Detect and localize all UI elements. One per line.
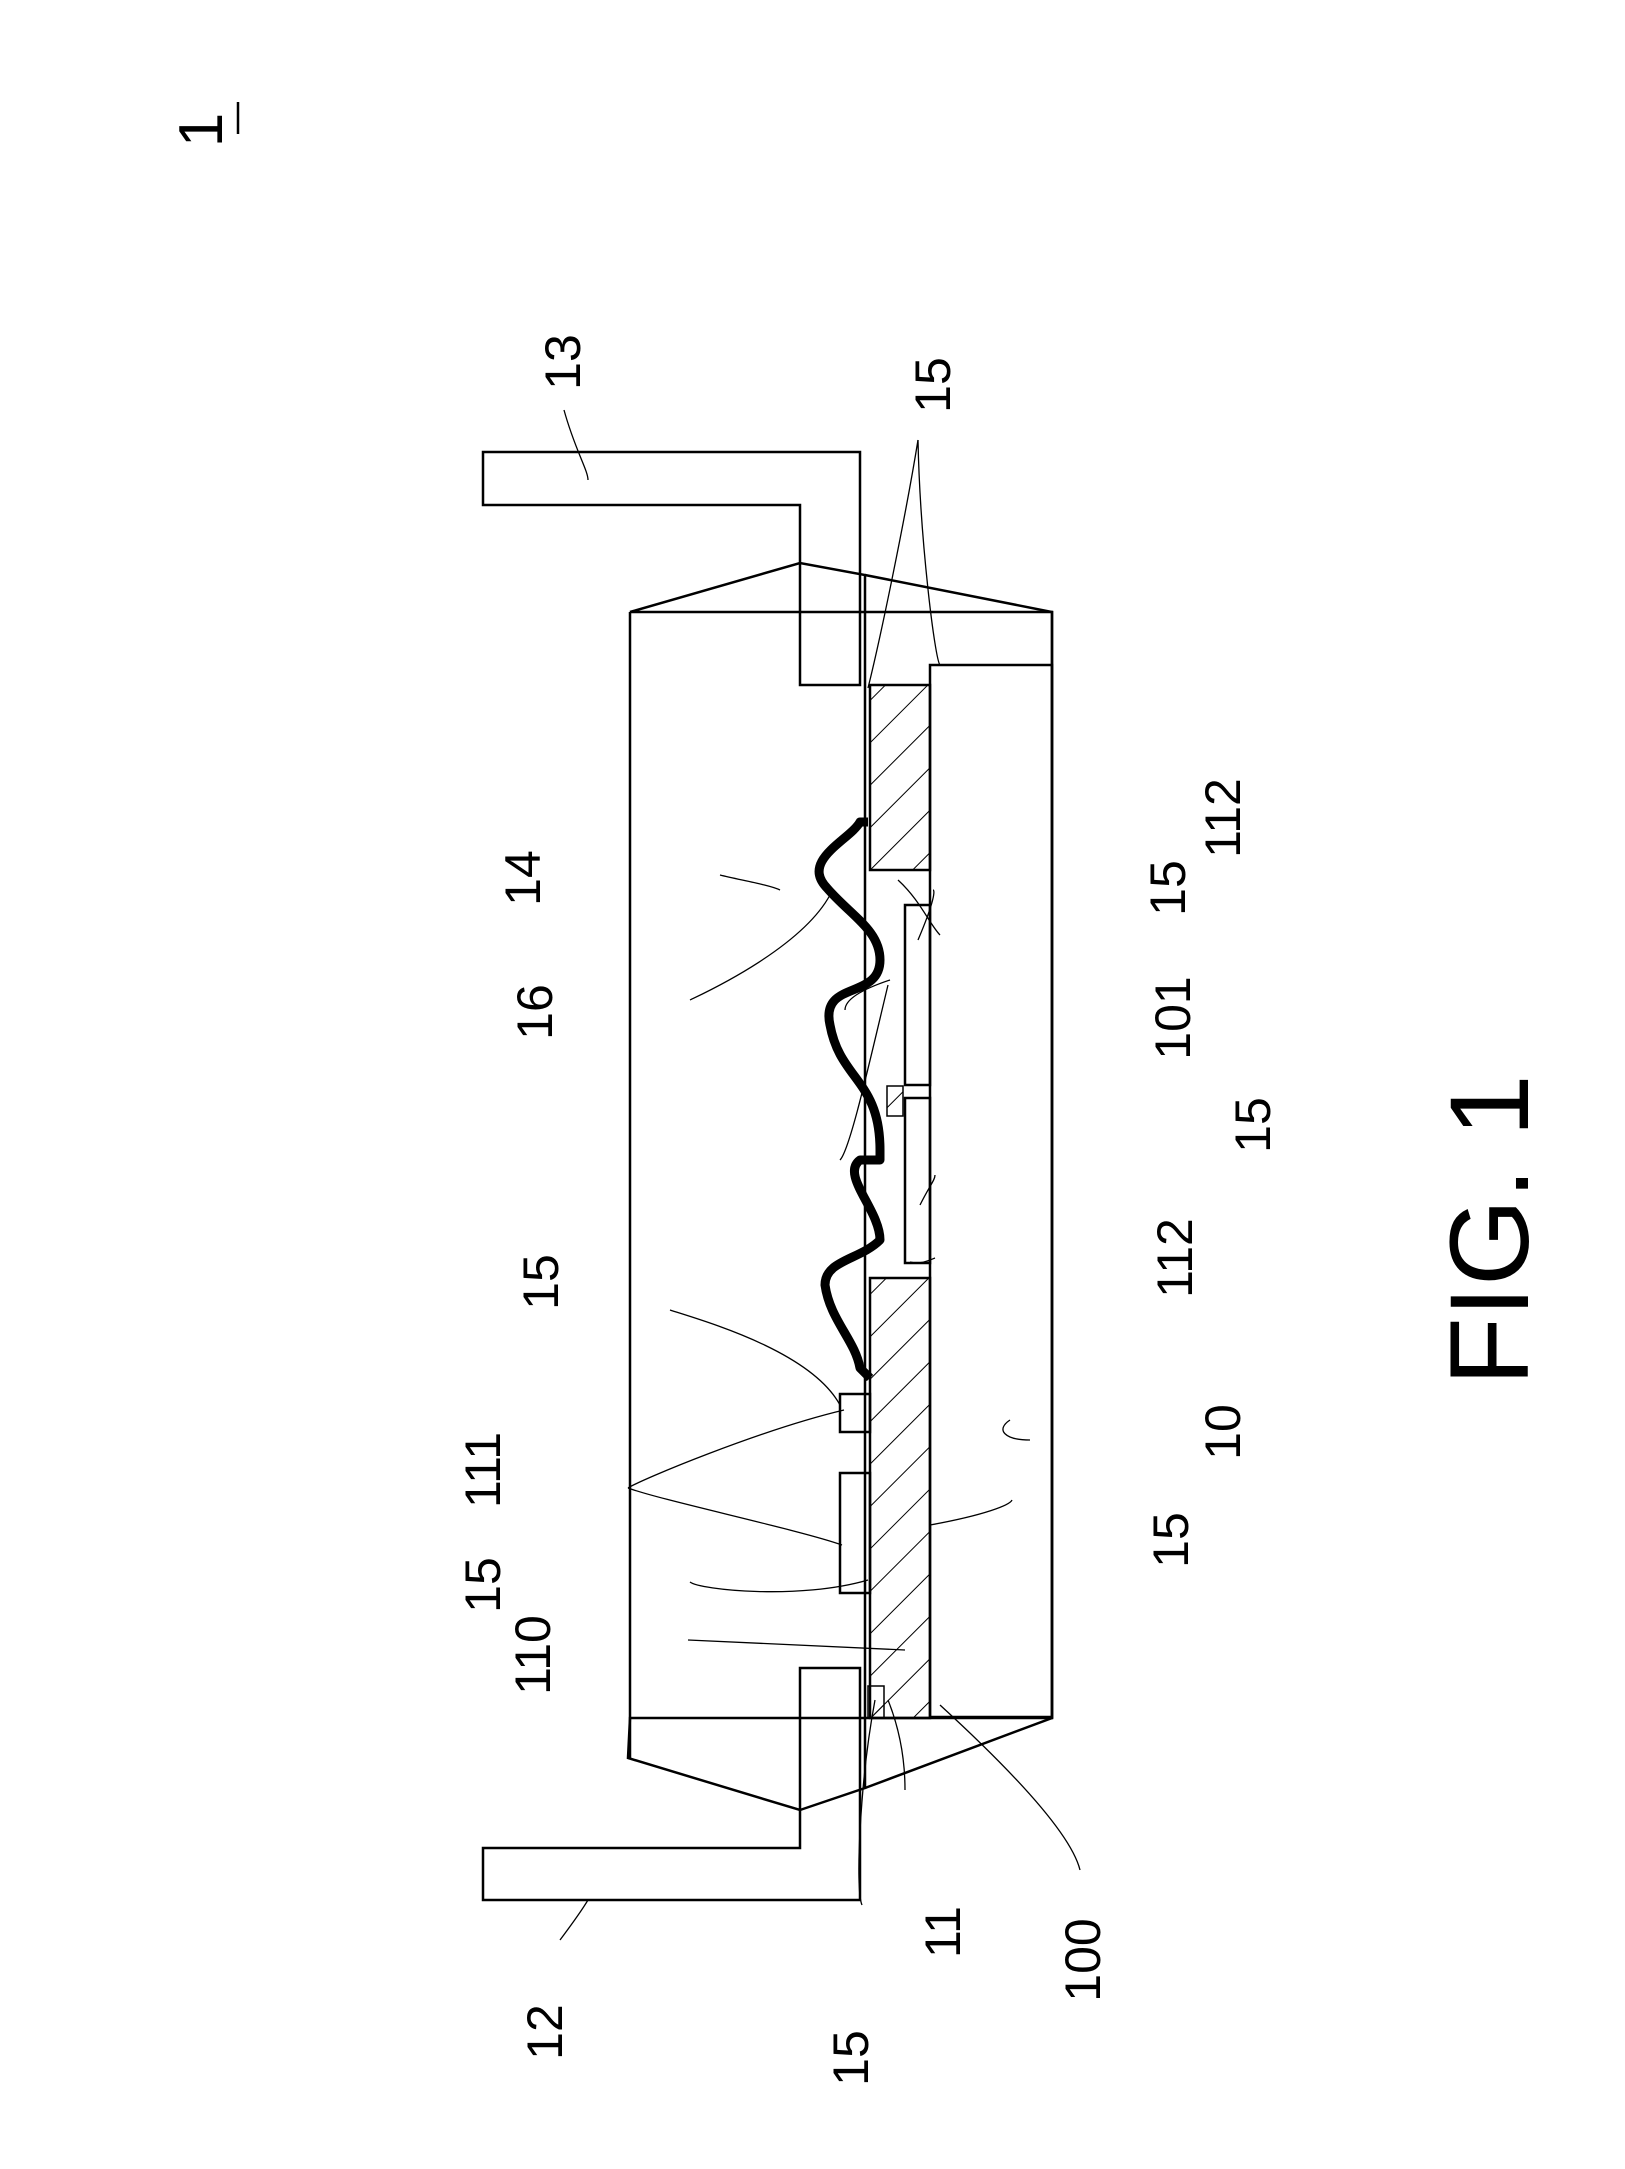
- lead-frame-12: [483, 1668, 860, 1900]
- package-body: [628, 563, 1052, 1810]
- leader-111-a: [628, 1410, 844, 1488]
- leader-15-left: [670, 1310, 840, 1405]
- label-112-top: 112: [1195, 778, 1251, 858]
- label-101: 101: [1145, 976, 1201, 1059]
- leader-111-b: [628, 1488, 842, 1545]
- leader-16: [690, 895, 830, 1000]
- label-110: 110: [505, 1615, 561, 1695]
- die-101-lower: [905, 1098, 930, 1263]
- label-15-left: 15: [513, 1254, 569, 1310]
- leader-100: [940, 1705, 1080, 1870]
- label-100: 100: [1055, 1918, 1111, 2001]
- leader-12: [560, 1900, 588, 1940]
- label-16: 16: [507, 984, 563, 1040]
- figure-caption: FIG. 1: [1427, 1074, 1552, 1385]
- label-112-bot: 112: [1147, 1218, 1203, 1298]
- label-12: 12: [517, 2004, 573, 2060]
- package-body-outline: [630, 575, 1052, 1788]
- leader-13: [564, 410, 588, 480]
- leader-15-pin: [859, 1700, 875, 1905]
- leader-15-111: [690, 1580, 868, 1592]
- label-111: 111: [455, 1432, 511, 1508]
- label-15-top: 15: [905, 357, 961, 413]
- label-13: 13: [535, 334, 591, 390]
- label-14: 14: [495, 850, 551, 906]
- leader-15-c2: [920, 1175, 935, 1205]
- leader-10: [1003, 1420, 1030, 1440]
- leader-15-top-a: [918, 440, 940, 665]
- label-10: 10: [1195, 1404, 1251, 1460]
- leader-15-top-b: [868, 440, 918, 688]
- leader-15-bot: [930, 1500, 1012, 1525]
- label-15-111: 15: [455, 1557, 511, 1613]
- label-15-c2: 15: [1225, 1097, 1281, 1153]
- sheet-ref-label: 1: [167, 113, 236, 147]
- die-spacer: [887, 1086, 903, 1116]
- label-11: 11: [915, 1906, 971, 1958]
- label-15-pin: 15: [823, 2030, 879, 2086]
- substrate-base: [930, 665, 1052, 1717]
- conductive-layer-upper: [870, 685, 930, 870]
- label-15-bot: 15: [1143, 1512, 1199, 1568]
- solder-15-pin: [868, 1686, 884, 1718]
- label-15-c1: 15: [1140, 860, 1196, 916]
- leader-14: [720, 875, 780, 890]
- lead-frame-13: [483, 452, 860, 685]
- die-101-upper: [905, 905, 930, 1085]
- conductive-layer-lower: [870, 1278, 930, 1718]
